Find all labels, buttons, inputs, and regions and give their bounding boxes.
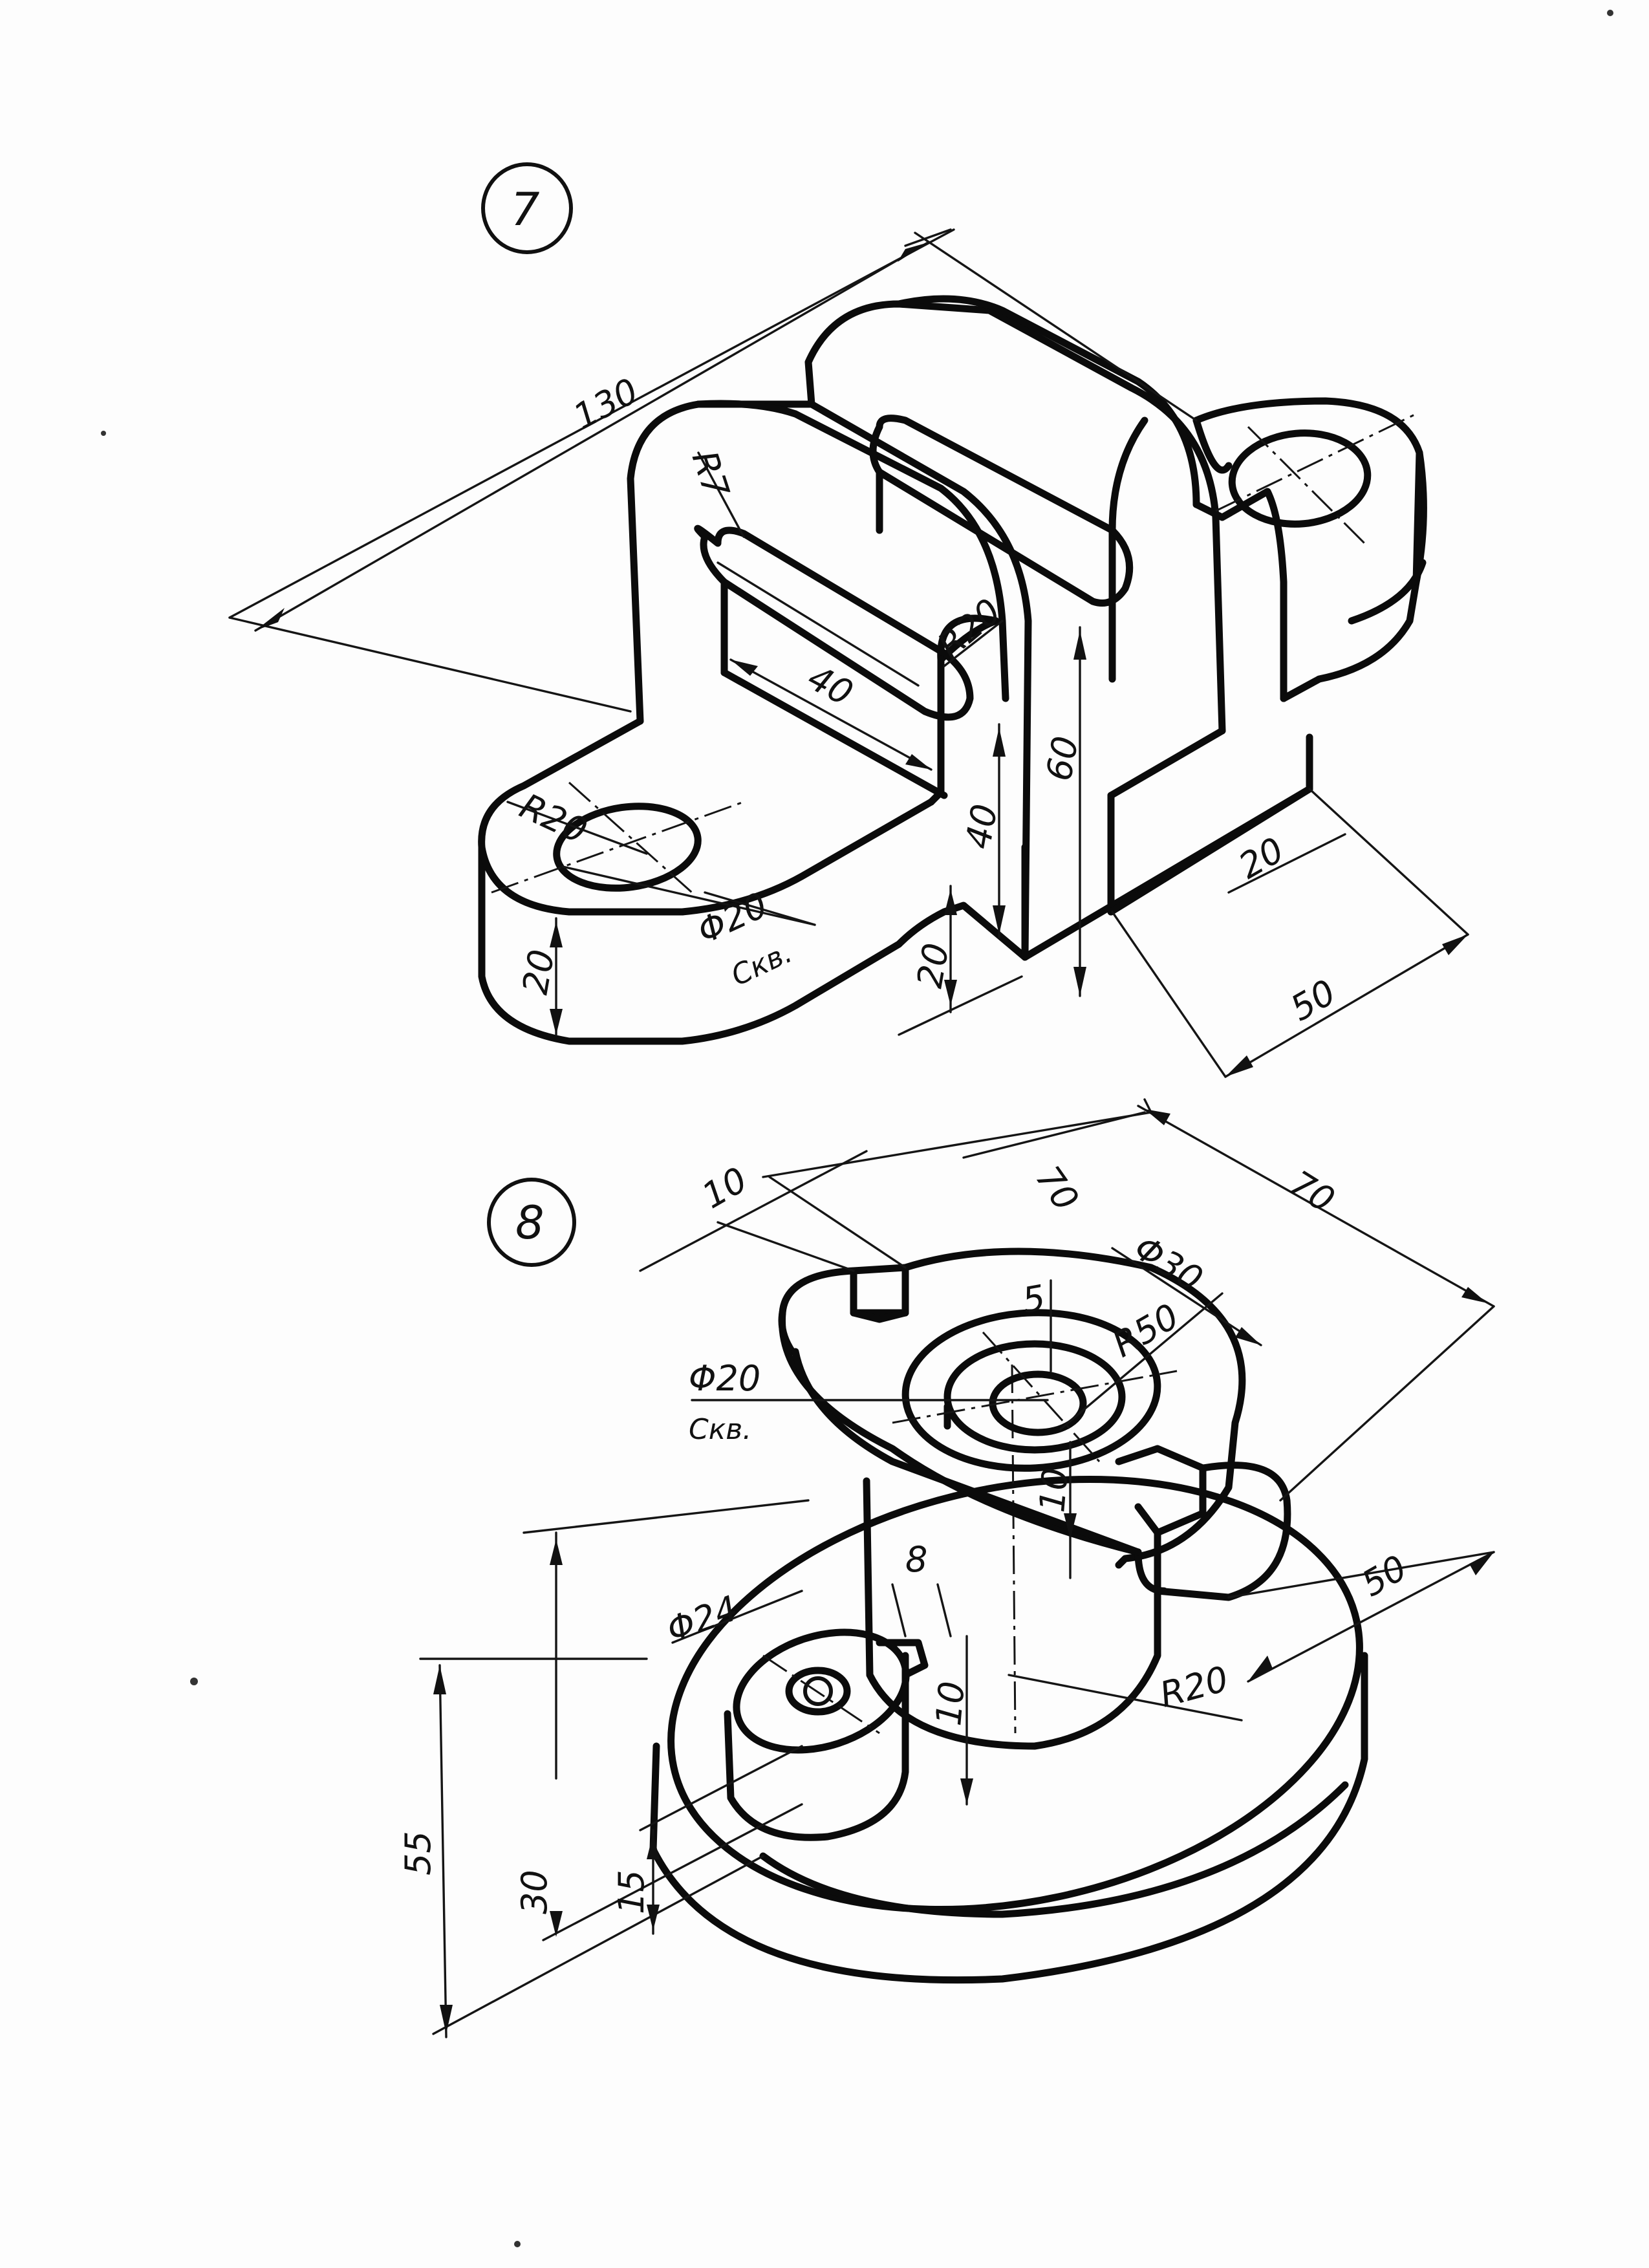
- fig7-dim-r7: R7: [684, 446, 737, 503]
- fig7-dim-20-base: 20: [909, 940, 957, 991]
- fig8-dim-10-rib: 10: [928, 1679, 973, 1727]
- figure-8: 8: [398, 1098, 1495, 2038]
- figure-7-number: 7: [511, 183, 540, 236]
- fig8-dim-r20: R20: [1156, 1658, 1233, 1715]
- fig7-dim-60: 60: [1039, 733, 1086, 784]
- figure-7: 7: [228, 162, 1469, 1078]
- fig7-front-upright: [627, 400, 1032, 961]
- fig7-dim-through: Скв.: [726, 936, 797, 993]
- fig7-right-boss: [1192, 397, 1427, 702]
- fig7-dim-20-boss: 20: [515, 947, 563, 998]
- fig8-dim-50: 50: [1355, 1547, 1414, 1604]
- fig8-dim-phi24: Φ24: [662, 1588, 743, 1650]
- fig8-dim-through: Скв.: [689, 1413, 751, 1446]
- fig8-dim-10-depth: 10: [1031, 1466, 1076, 1514]
- scan-specks: [101, 10, 1613, 2247]
- fig8-top-plate: [778, 1247, 1291, 1601]
- figure-7-label: 7: [481, 162, 573, 254]
- fig8-dim-30: 30: [514, 1870, 555, 1914]
- fig8-dim-55: 55: [398, 1831, 438, 1875]
- fig8-dim-phi30: Φ30: [1127, 1227, 1210, 1300]
- fig7-dim-50: 50: [1284, 971, 1342, 1029]
- fig7-dim-40-vert: 40: [958, 801, 1006, 852]
- fig7-rear-upright: [804, 295, 1288, 735]
- fig8-small-boss: [724, 1628, 929, 1841]
- fig8-dim-8: 8: [905, 1539, 927, 1580]
- figure-8-label: 8: [487, 1178, 576, 1267]
- fig8-dim-15: 15: [611, 1870, 652, 1914]
- fig8-dim-70-left: 70: [1028, 1158, 1086, 1218]
- fig8-dim-10-slot: 10: [695, 1159, 754, 1216]
- fig8-dim-phi20: Φ20: [689, 1358, 760, 1399]
- fig7-dim-r20-boss: R20: [514, 786, 594, 852]
- fig8-dim-70-right: 70: [1282, 1163, 1342, 1221]
- figure-8-number: 8: [515, 1196, 544, 1249]
- fig7-dim-20-rib: 20: [1232, 829, 1291, 887]
